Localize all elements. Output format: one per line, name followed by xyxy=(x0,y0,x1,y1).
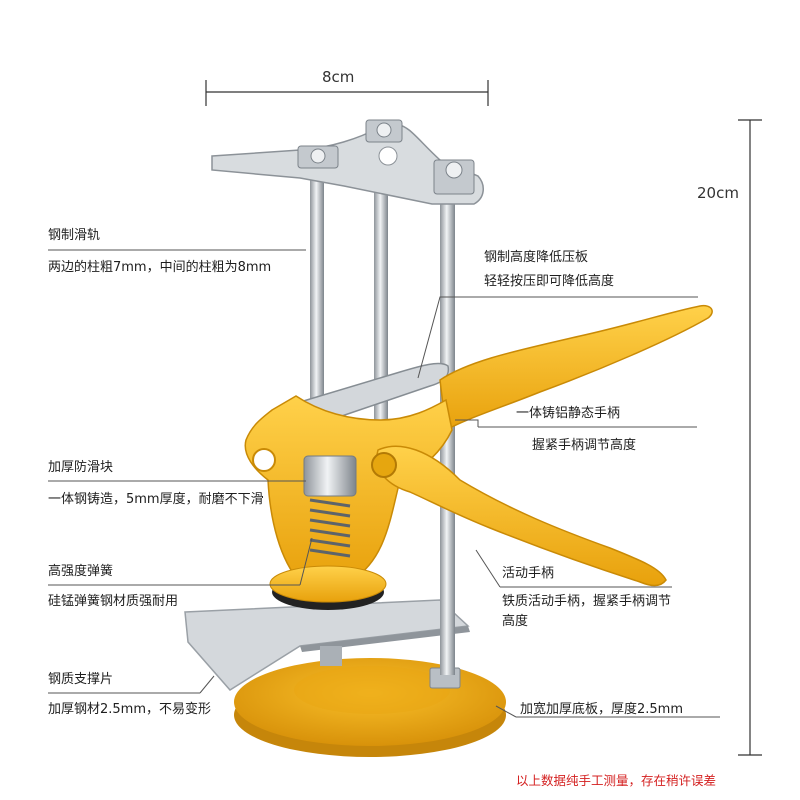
static-handle xyxy=(439,304,713,432)
press-plate-description: 轻轻按压即可降低高度 xyxy=(484,274,615,289)
width-dimension-label: 8cm xyxy=(322,68,355,86)
spring-title: 高强度弹簧 xyxy=(48,564,114,579)
width-dimension-line xyxy=(205,80,489,106)
support-plate-title: 钢质支撑片 xyxy=(48,672,114,687)
measurement-disclaimer: 以上数据纯手工测量，存在稍许误差 xyxy=(516,773,717,788)
movable-handle xyxy=(371,445,667,587)
callout-leader-lines xyxy=(48,249,720,718)
anti-slip-block xyxy=(303,455,357,497)
foot-pad xyxy=(269,565,387,610)
movable-handle-description: 铁质活动手柄，握紧手柄调节高度 xyxy=(502,594,672,629)
movable-handle-title: 活动手柄 xyxy=(502,566,555,581)
height-dimension-label: 20cm xyxy=(697,184,739,202)
spring xyxy=(309,498,351,558)
press-plate-title: 钢制高度降低压板 xyxy=(484,250,589,265)
height-dimension-line xyxy=(738,119,762,756)
static-handle-title: 一体铸铝静态手柄 xyxy=(516,406,621,421)
static-handle-description: 握紧手柄调节高度 xyxy=(532,438,637,453)
top-plate xyxy=(211,119,484,205)
rail-description: 两边的柱粗7mm，中间的柱粗为8mm xyxy=(48,260,272,275)
base-plate xyxy=(234,658,506,757)
spring-description: 硅锰弹簧钢材质强耐用 xyxy=(48,594,179,609)
rail-title: 钢制滑轨 xyxy=(48,228,101,243)
support-plate-description: 加厚钢材2.5mm，不易变形 xyxy=(48,702,212,717)
anti-slip-block-description: 一体钢铸造，5mm厚度，耐磨不下滑 xyxy=(48,492,264,507)
anti-slip-block-title: 加厚防滑块 xyxy=(48,460,114,475)
base-plate-description: 加宽加厚底板，厚度2.5mm xyxy=(520,702,684,717)
